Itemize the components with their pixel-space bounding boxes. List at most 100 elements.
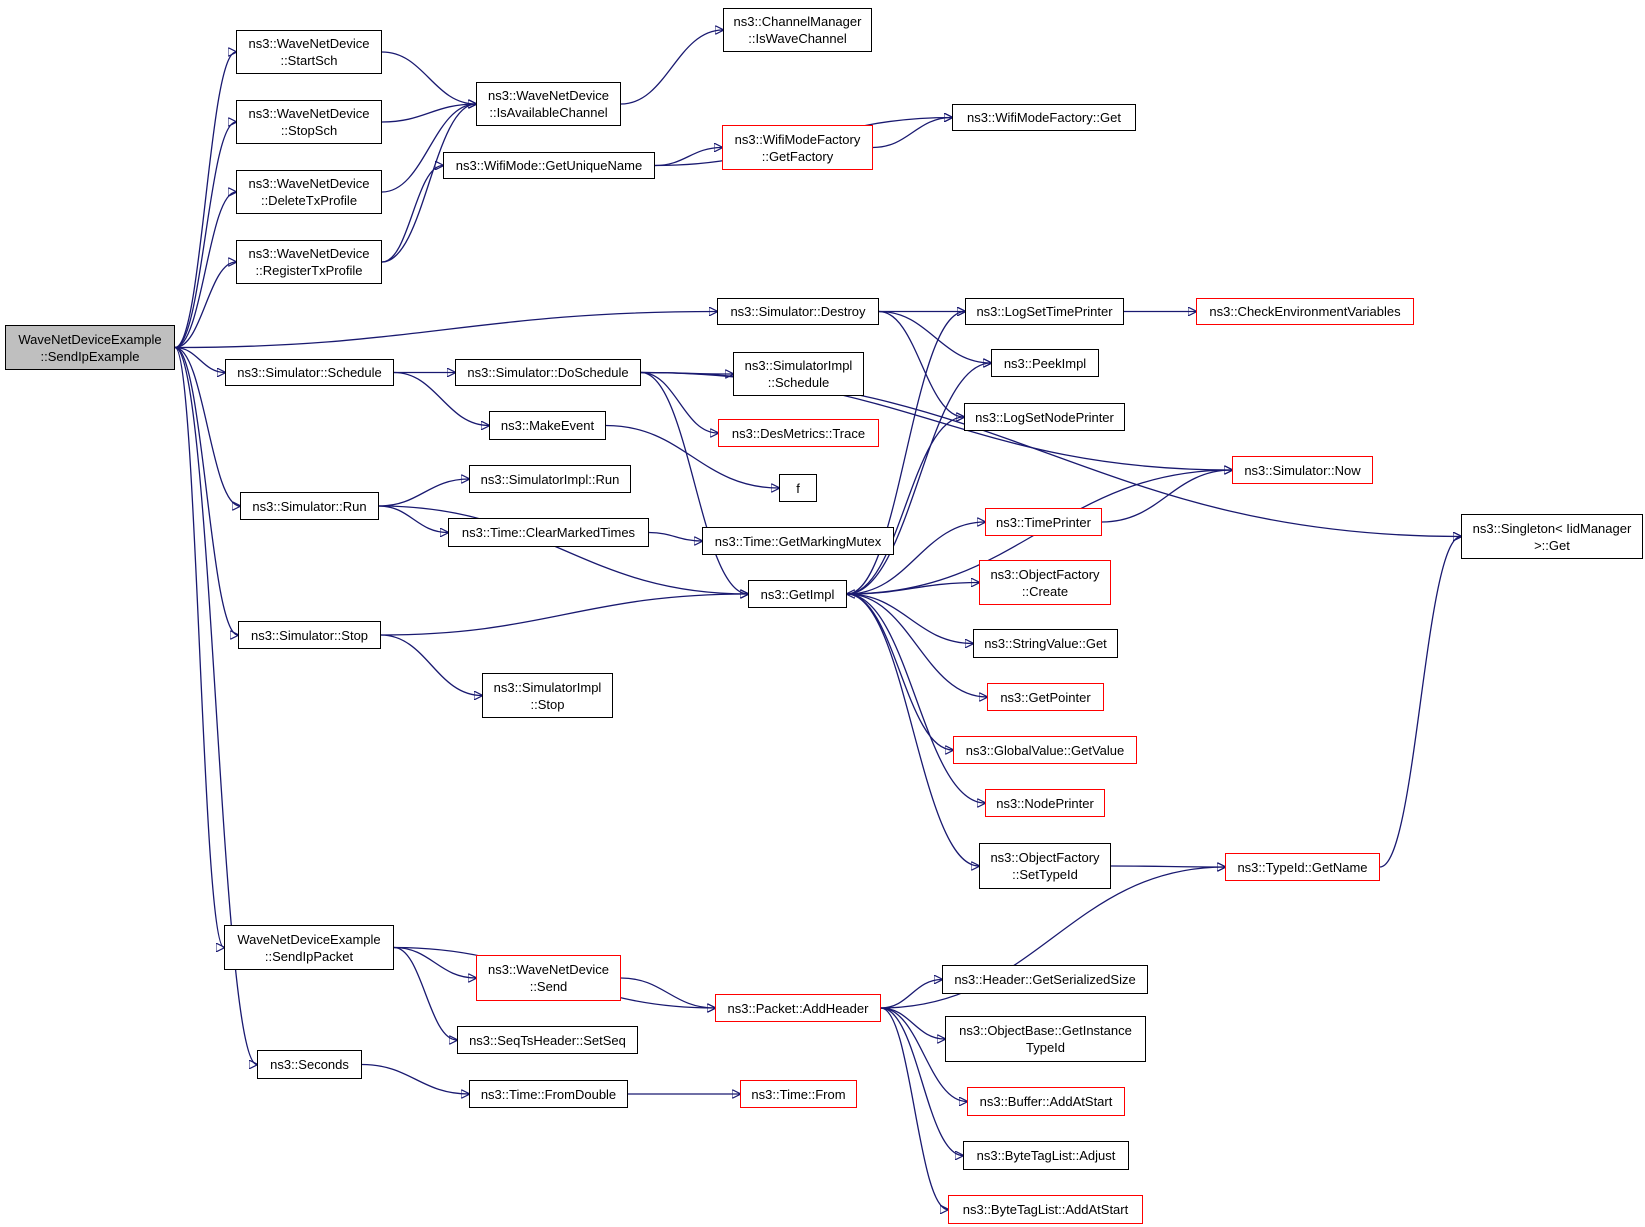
edge-addheader-to-btladd xyxy=(880,1007,948,1210)
edge-ofsettypeid-to-typeidname xyxy=(1110,866,1225,867)
node-wavenetdevice-startsch[interactable]: ns3::WaveNetDevice ::StartSch xyxy=(236,30,382,74)
edge-typeidname-to-singleton xyxy=(1379,537,1461,868)
node-simulatorimpl-run[interactable]: ns3::SimulatorImpl::Run xyxy=(469,465,631,493)
edge-root-to-stopsch xyxy=(174,122,236,349)
edge-wmfgetfac-to-wmfget xyxy=(872,118,952,149)
node-seconds[interactable]: ns3::Seconds xyxy=(257,1050,362,1079)
edge-simstop-to-simimplstop xyxy=(380,634,482,696)
edge-root-to-seconds xyxy=(174,346,257,1065)
edge-simdosched-to-getimpl xyxy=(640,371,748,595)
edge-simschedule-to-makeevent xyxy=(393,371,489,426)
edge-addheader-to-hdrsize xyxy=(880,980,942,1009)
node-objectbase-getinstancetypeid[interactable]: ns3::ObjectBase::GetInstance TypeId xyxy=(945,1016,1146,1062)
node-objectfactory-create[interactable]: ns3::ObjectFactory ::Create xyxy=(979,560,1111,605)
edge-addheader-to-btladjust xyxy=(880,1007,963,1156)
node-seqtsheader-setseq[interactable]: ns3::SeqTsHeader::SetSeq xyxy=(457,1026,638,1054)
node-buffer-addatstart[interactable]: ns3::Buffer::AddAtStart xyxy=(967,1087,1125,1116)
node-typeid-getname[interactable]: ns3::TypeId::GetName xyxy=(1225,853,1380,881)
edge-simdestroy-to-logsetnode xyxy=(878,310,964,418)
node-f[interactable]: f xyxy=(779,474,817,502)
node-root-sendipexample[interactable]: WaveNetDeviceExample ::SendIpExample xyxy=(5,325,175,370)
node-time-from[interactable]: ns3::Time::From xyxy=(740,1080,857,1108)
node-bytetaglist-addatstart[interactable]: ns3::ByteTagList::AddAtStart xyxy=(948,1195,1143,1224)
edge-getimpl-to-timeprinter xyxy=(846,522,985,595)
edge-root-to-simrun xyxy=(174,346,240,507)
node-makeevent[interactable]: ns3::MakeEvent xyxy=(489,411,606,440)
edge-simrun-to-simimplrun xyxy=(378,479,469,507)
edge-getimpl-to-logsetnode xyxy=(846,417,964,595)
edge-getimpl-to-globalval xyxy=(846,593,953,750)
node-wavenetdevice-isavailablechannel[interactable]: ns3::WaveNetDevice ::IsAvailableChannel xyxy=(476,82,621,126)
node-nodeprinter[interactable]: ns3::NodePrinter xyxy=(985,789,1105,817)
node-simulator-stop[interactable]: ns3::Simulator::Stop xyxy=(238,621,381,649)
edge-makeevent-to-f xyxy=(605,424,779,489)
node-time-fromdouble[interactable]: ns3::Time::FromDouble xyxy=(469,1080,628,1108)
node-objectfactory-settypeid[interactable]: ns3::ObjectFactory ::SetTypeId xyxy=(979,843,1111,889)
edge-addheader-to-typeidname xyxy=(880,867,1225,1009)
edge-root-to-sendippacket xyxy=(174,346,224,948)
edge-getimpl-to-nodeprinter xyxy=(846,593,985,803)
node-getimpl[interactable]: ns3::GetImpl xyxy=(748,580,847,608)
node-peekimpl[interactable]: ns3::PeekImpl xyxy=(991,349,1099,377)
edge-getimpl-to-peekimpl xyxy=(846,363,991,595)
edge-seconds-to-fromdouble xyxy=(361,1063,469,1095)
edge-root-to-startsch xyxy=(174,52,236,349)
edge-root-to-registertx xyxy=(174,262,236,349)
edge-root-to-simstop xyxy=(174,346,238,636)
node-header-getserializedsize[interactable]: ns3::Header::GetSerializedSize xyxy=(942,965,1148,994)
edge-getimpl-to-strvalget xyxy=(846,593,973,644)
node-bytetaglist-adjust[interactable]: ns3::ByteTagList::Adjust xyxy=(963,1141,1129,1170)
node-wavenetdevice-registertxprofile[interactable]: ns3::WaveNetDevice ::RegisterTxProfile xyxy=(236,240,382,284)
edge-registertx-to-getuniq xyxy=(381,166,443,263)
node-simulator-now[interactable]: ns3::Simulator::Now xyxy=(1232,456,1373,484)
node-simulatorimpl-schedule[interactable]: ns3::SimulatorImpl ::Schedule xyxy=(733,352,864,396)
edge-simrun-to-getimpl xyxy=(378,505,748,594)
node-desmetrics-trace[interactable]: ns3::DesMetrics::Trace xyxy=(718,419,879,447)
node-wavenetdevice-send[interactable]: ns3::WaveNetDevice ::Send xyxy=(476,955,621,1001)
edge-isavail-to-chanmgr xyxy=(620,30,723,105)
node-channelmanager-iswavechannel[interactable]: ns3::ChannelManager ::IsWaveChannel xyxy=(723,8,872,52)
edge-stopsch-to-isavail xyxy=(381,104,476,123)
node-wavenetdevice-deletetxprofile[interactable]: ns3::WaveNetDevice ::DeleteTxProfile xyxy=(236,170,382,214)
node-getpointer[interactable]: ns3::GetPointer xyxy=(987,683,1104,711)
node-packet-addheader[interactable]: ns3::Packet::AddHeader xyxy=(715,994,881,1022)
node-simulator-doschedule[interactable]: ns3::Simulator::DoSchedule xyxy=(455,359,641,386)
edge-getimpl-to-ofsettypeid xyxy=(846,593,979,866)
edge-getimpl-to-logsettime xyxy=(846,312,965,595)
edge-simdestroy-to-peekimpl xyxy=(878,310,991,364)
node-simulator-schedule[interactable]: ns3::Simulator::Schedule xyxy=(225,359,394,386)
node-wifimode-getuniquename[interactable]: ns3::WifiMode::GetUniqueName xyxy=(443,152,655,179)
node-checkenvironmentvariables[interactable]: ns3::CheckEnvironmentVariables xyxy=(1196,298,1414,325)
node-timeprinter[interactable]: ns3::TimePrinter xyxy=(985,508,1102,536)
node-wifimodefactory-getfactory[interactable]: ns3::WifiModeFactory ::GetFactory xyxy=(722,125,873,170)
node-sendippacket[interactable]: WaveNetDeviceExample ::SendIpPacket xyxy=(224,925,394,970)
edge-simstop-to-getimpl xyxy=(380,594,748,636)
edge-sendippacket-to-wndsend xyxy=(393,946,476,979)
edge-root-to-deletetx xyxy=(174,192,236,349)
node-globalvalue-getvalue[interactable]: ns3::GlobalValue::GetValue xyxy=(953,736,1137,764)
edge-timeprinter-to-simnow xyxy=(1101,470,1232,523)
edge-registertx-to-isavail xyxy=(381,104,476,263)
edge-simdosched-to-desmetrics xyxy=(640,371,718,434)
node-logsetnodeprinter[interactable]: ns3::LogSetNodePrinter xyxy=(964,403,1125,431)
node-time-clearmarkedtimes[interactable]: ns3::Time::ClearMarkedTimes xyxy=(448,518,649,547)
node-stringvalue-get[interactable]: ns3::StringValue::Get xyxy=(973,629,1118,658)
node-simulator-run[interactable]: ns3::Simulator::Run xyxy=(240,492,379,520)
node-wavenetdevice-stopsch[interactable]: ns3::WaveNetDevice ::StopSch xyxy=(236,100,382,144)
edge-getuniq-to-wmfgetfac xyxy=(654,148,722,167)
node-singleton-iidmanager-get[interactable]: ns3::Singleton< IidManager >::Get xyxy=(1461,514,1643,559)
node-simulatorimpl-stop[interactable]: ns3::SimulatorImpl ::Stop xyxy=(482,673,613,718)
node-simulator-destroy[interactable]: ns3::Simulator::Destroy xyxy=(717,298,879,325)
edge-clearmarked-to-getmarking xyxy=(648,531,702,542)
edge-startsch-to-isavail xyxy=(381,51,476,104)
edge-root-to-simdestroy xyxy=(174,312,717,349)
node-logsettimeprinter[interactable]: ns3::LogSetTimePrinter xyxy=(965,298,1124,325)
edge-getimpl-to-getpointer xyxy=(846,593,987,697)
edge-sendippacket-to-setseq xyxy=(393,946,457,1041)
edge-addheader-to-bufadd xyxy=(880,1007,967,1102)
edge-simrun-to-clearmarked xyxy=(378,505,448,533)
node-wifimodefactory-get[interactable]: ns3::WifiModeFactory::Get xyxy=(952,104,1136,131)
node-time-getmarkingmutex[interactable]: ns3::Time::GetMarkingMutex xyxy=(702,527,894,555)
